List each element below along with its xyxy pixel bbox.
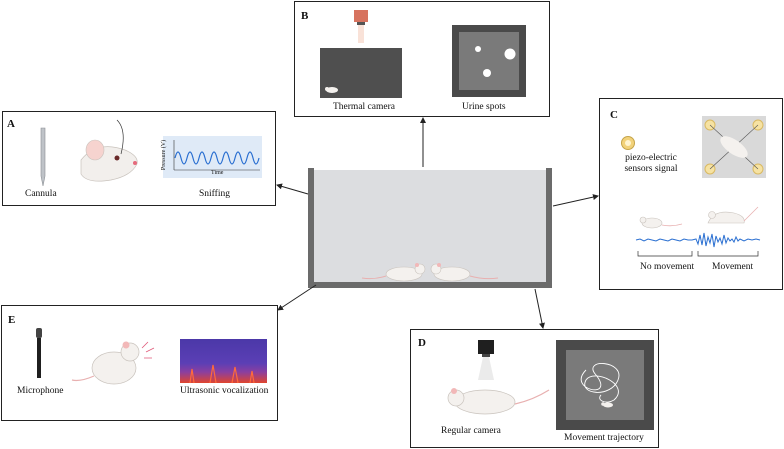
central-cage (308, 168, 552, 288)
needle-icon (40, 127, 46, 187)
microphone-label: Microphone (17, 386, 64, 396)
panel-letter: A (7, 118, 15, 130)
sniffing-label: Sniffing (199, 189, 230, 199)
panel-letter: B (301, 10, 309, 22)
mouse-icon (601, 402, 613, 408)
urine-arena (452, 25, 526, 97)
thermal-camera-label: Thermal camera (333, 102, 395, 112)
mouse-icon (430, 263, 499, 282)
mouse-icon (80, 119, 138, 182)
trajectory-arena (556, 340, 654, 430)
sensor-icon (621, 136, 635, 150)
panel-letter: D (418, 337, 426, 349)
sensor-arena (702, 116, 766, 178)
regular-camera-label: Regular camera (441, 426, 501, 436)
movement-label: Movement (712, 262, 754, 272)
movement-trajectory-label: Movement trajectory (564, 433, 644, 443)
usv-spectrogram (180, 339, 267, 384)
mouse-icon (71, 341, 155, 385)
plot-y-label: Pressure (V) (161, 139, 168, 171)
ultrasonic-vocalization-label: Ultrasonic vocalization (180, 386, 269, 396)
mouse-icon (639, 216, 683, 229)
panel-e: E Microphone Ultrasonic vocalization (1, 305, 278, 421)
panel-b: B Thermal camera Urine spots (294, 1, 550, 117)
microphone-icon (36, 328, 42, 378)
plot-x-label: Time (211, 170, 224, 176)
sensor-signal-label: piezo-electric sensors signal (624, 153, 678, 174)
panel-letter: E (8, 314, 16, 326)
no-movement-label: No movement (640, 262, 695, 272)
cannula-label: Cannula (25, 189, 57, 199)
spectrogram-texture (189, 364, 255, 384)
camera-icon (478, 340, 494, 380)
panel-c: C piezo-electric sensors signal No movem… (599, 98, 783, 290)
mouse-icon (361, 263, 426, 282)
sniffing-plot: Pressure (V) Time (161, 136, 262, 178)
sniffing-signal (173, 140, 260, 171)
panel-letter: C (610, 109, 618, 121)
panel-a: A Pressure (V) Time Cannula Sniffing (2, 111, 276, 206)
bracket-lines (637, 251, 759, 257)
mouse-icon (447, 388, 550, 415)
thermal-arena (320, 48, 402, 98)
mouse-icon (707, 206, 759, 224)
panel-d: D Regular camera Movement trajectory (410, 329, 659, 448)
urine-spots-label: Urine spots (462, 102, 506, 112)
piezo-signal (635, 232, 761, 248)
mouse-icon (325, 87, 338, 93)
camera-icon (354, 10, 368, 43)
